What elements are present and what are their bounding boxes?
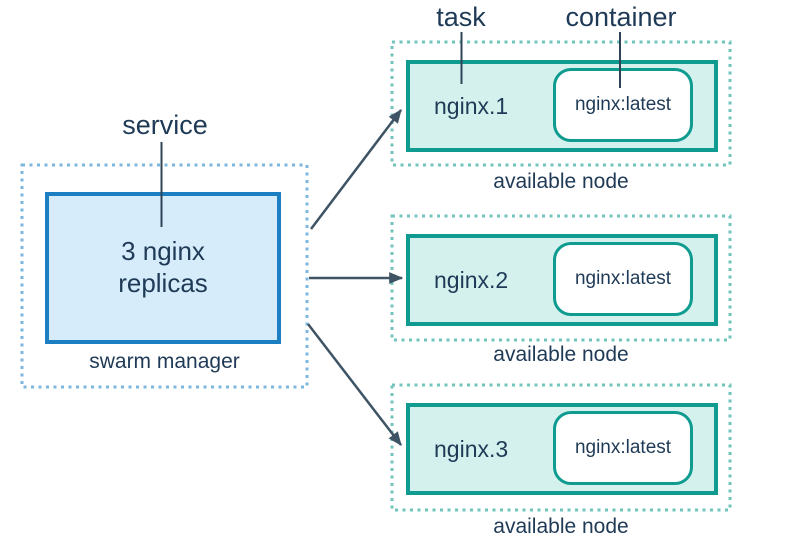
service-annotation-label: service: [122, 110, 208, 140]
available-node-caption: available node: [493, 515, 629, 538]
container-box: nginx:latest: [553, 242, 693, 316]
task-box-nginx-3: nginx.3 nginx:latest: [406, 403, 718, 495]
task-box-nginx-1: nginx.1 nginx:latest: [406, 60, 718, 152]
arrow-to-node-3: [307, 323, 402, 446]
task-name: nginx.2: [434, 266, 509, 293]
available-node-caption: available node: [493, 343, 629, 366]
available-node-caption: available node: [493, 170, 629, 193]
service-box: 3 nginx replicas: [45, 192, 281, 344]
container-box: nginx:latest: [553, 411, 693, 485]
task-box-nginx-2: nginx.2 nginx:latest: [406, 234, 718, 326]
service-box-text: 3 nginx replicas: [118, 236, 208, 298]
container-box: nginx:latest: [553, 68, 693, 142]
container-annotation-label: container: [565, 2, 677, 32]
arrow-to-node-1: [310, 109, 402, 230]
task-annotation-label: task: [436, 2, 486, 32]
swarm-manager-caption: swarm manager: [89, 350, 240, 373]
task-name: nginx.3: [434, 435, 509, 462]
task-name: nginx.1: [434, 92, 509, 119]
